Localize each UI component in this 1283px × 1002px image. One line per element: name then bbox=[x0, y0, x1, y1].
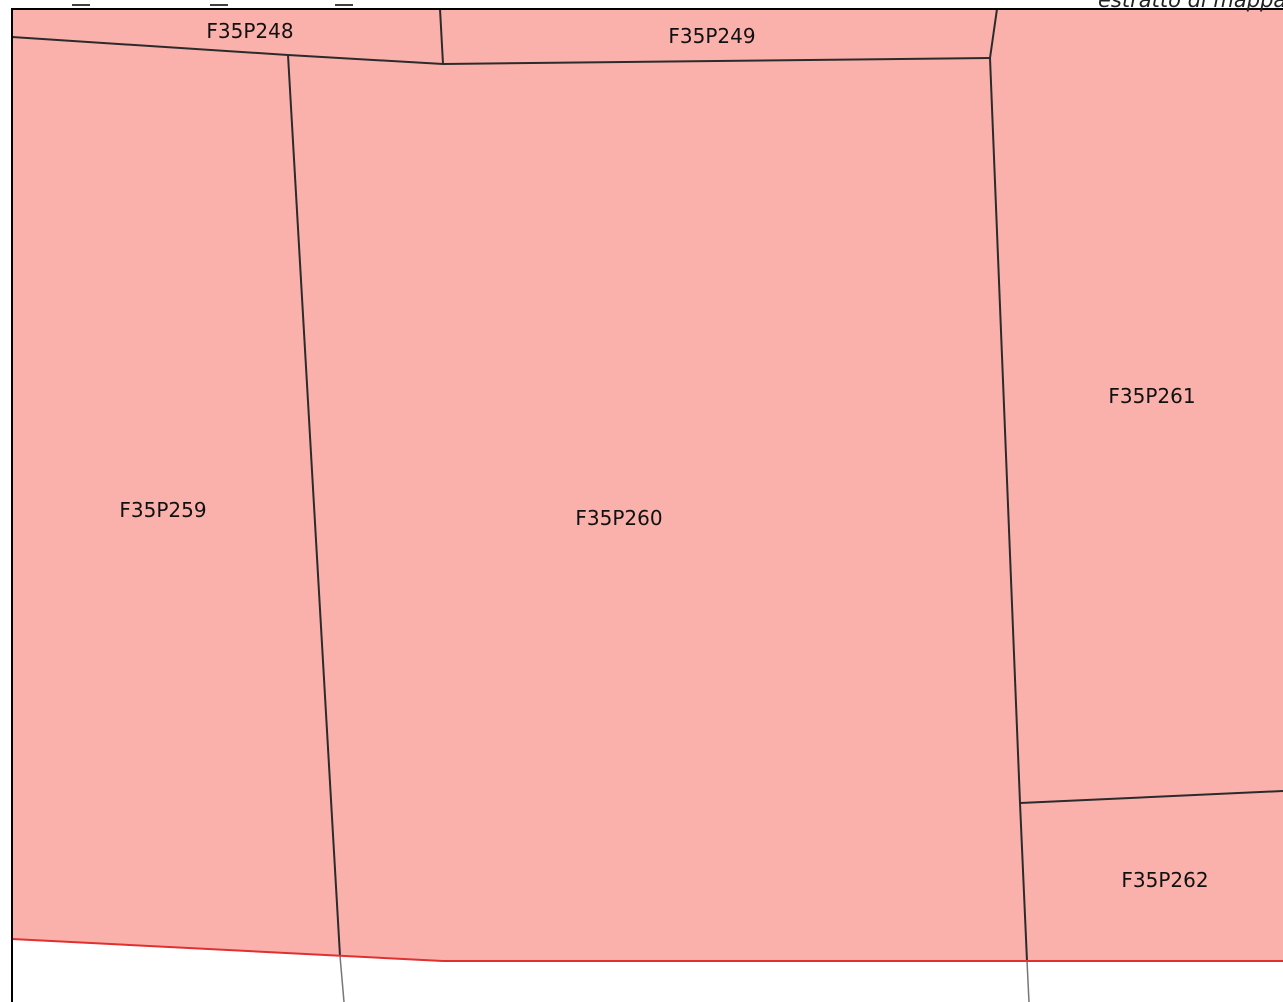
border-line bbox=[11, 36, 289, 56]
outer-line bbox=[1026, 960, 1030, 1002]
border-line bbox=[439, 8, 444, 65]
parcel-F35P248-area[interactable] bbox=[12, 9, 443, 64]
outer-parcel-lines bbox=[339, 955, 1030, 1002]
border-line bbox=[287, 54, 444, 65]
border-line bbox=[989, 8, 998, 59]
parcel-borders bbox=[11, 8, 1283, 962]
map-caption: estratto di mappa bbox=[1098, 0, 1283, 12]
outer-line bbox=[339, 955, 345, 1002]
parcel-F35P260-area[interactable] bbox=[288, 55, 1027, 961]
parcel-F35P259-area[interactable] bbox=[12, 37, 340, 956]
map-frame bbox=[11, 8, 1283, 1002]
border-line bbox=[1019, 790, 1283, 804]
parcel-fills bbox=[12, 9, 1283, 961]
parcel-labels: F35P248 F35P249 F35P259 F35P260 F35P261 … bbox=[119, 19, 1208, 892]
border-line bbox=[287, 54, 341, 957]
parcel-label-F35P261: F35P261 bbox=[1108, 384, 1195, 408]
parcel-F35P261-area[interactable] bbox=[990, 9, 1283, 803]
highlight-boundary bbox=[11, 938, 1283, 962]
parcel-label-F35P248: F35P248 bbox=[206, 19, 293, 43]
border-line bbox=[442, 57, 991, 65]
parcel-label-F35P249: F35P249 bbox=[668, 24, 755, 48]
border-line bbox=[1019, 802, 1028, 962]
parcel-F35P249-area[interactable] bbox=[440, 9, 997, 64]
parcel-label-F35P260: F35P260 bbox=[575, 506, 662, 530]
border-line bbox=[989, 57, 1021, 804]
parcel-label-F35P259: F35P259 bbox=[119, 498, 206, 522]
parcel-F35P262-area[interactable] bbox=[1020, 791, 1283, 961]
parcel-label-F35P262: F35P262 bbox=[1121, 868, 1208, 892]
